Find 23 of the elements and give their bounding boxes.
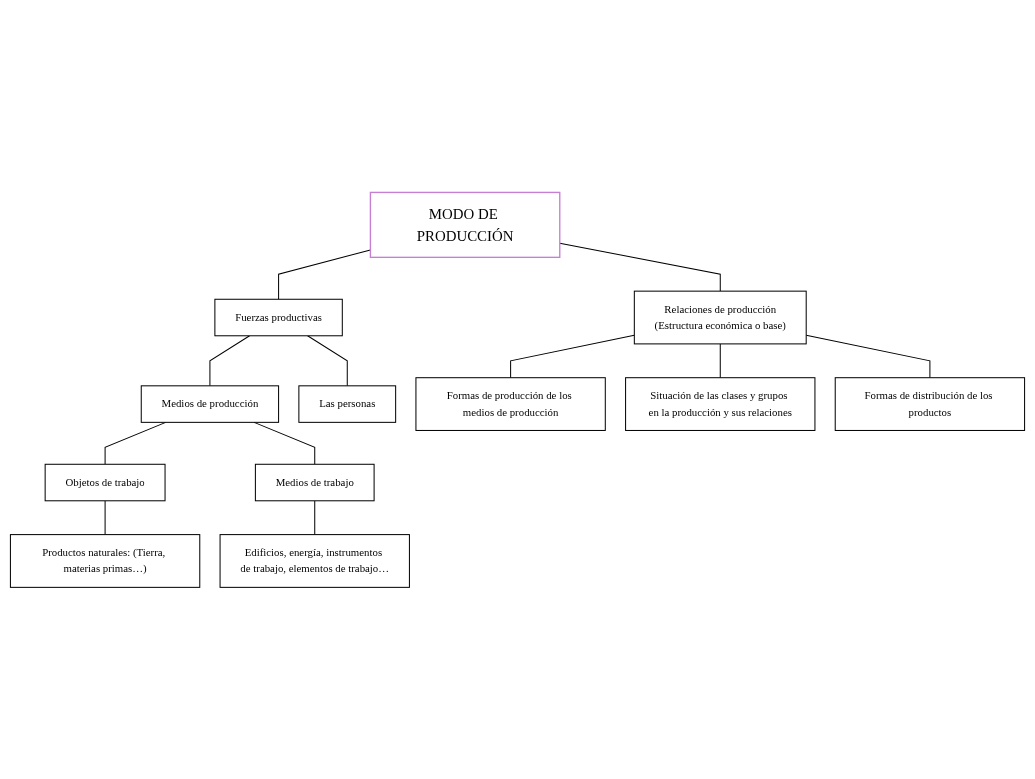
- node-box: [9, 533, 201, 588]
- connector: [314, 499, 316, 535]
- connector: [253, 421, 316, 465]
- node-box: [44, 463, 166, 501]
- node-box: [633, 290, 807, 344]
- connector: [510, 334, 635, 378]
- diagram: MODO DE PRODUCCIÓN Fuerzas productivas Relaciones de producción (Estructura económica o base) Medios de producción Las personas Formas de producción de los medios de producción Situación de las clases y grupos en la producción y sus relaciones Formas de distribución de los productos Objetos de trabajo Productos naturales: (Tierra, materias primas…) Medios de trabajo Edificios, energía, instrumentos de trabajo, elementos de trabajo…: [5, 186, 1030, 593]
- connector: [559, 242, 721, 292]
- connector: [307, 334, 348, 386]
- node-box: [415, 376, 606, 431]
- node-box: [254, 463, 375, 501]
- connector: [104, 499, 106, 535]
- node-box: [140, 384, 280, 423]
- connector: [719, 343, 721, 378]
- node-box: [369, 191, 561, 258]
- node-box: [219, 533, 410, 588]
- node-box: [625, 376, 816, 431]
- connector: [278, 249, 371, 300]
- node-box: [214, 298, 343, 336]
- node-box: [834, 376, 1026, 431]
- node-box: [298, 384, 397, 423]
- connector: [209, 334, 251, 386]
- connector: [104, 421, 167, 465]
